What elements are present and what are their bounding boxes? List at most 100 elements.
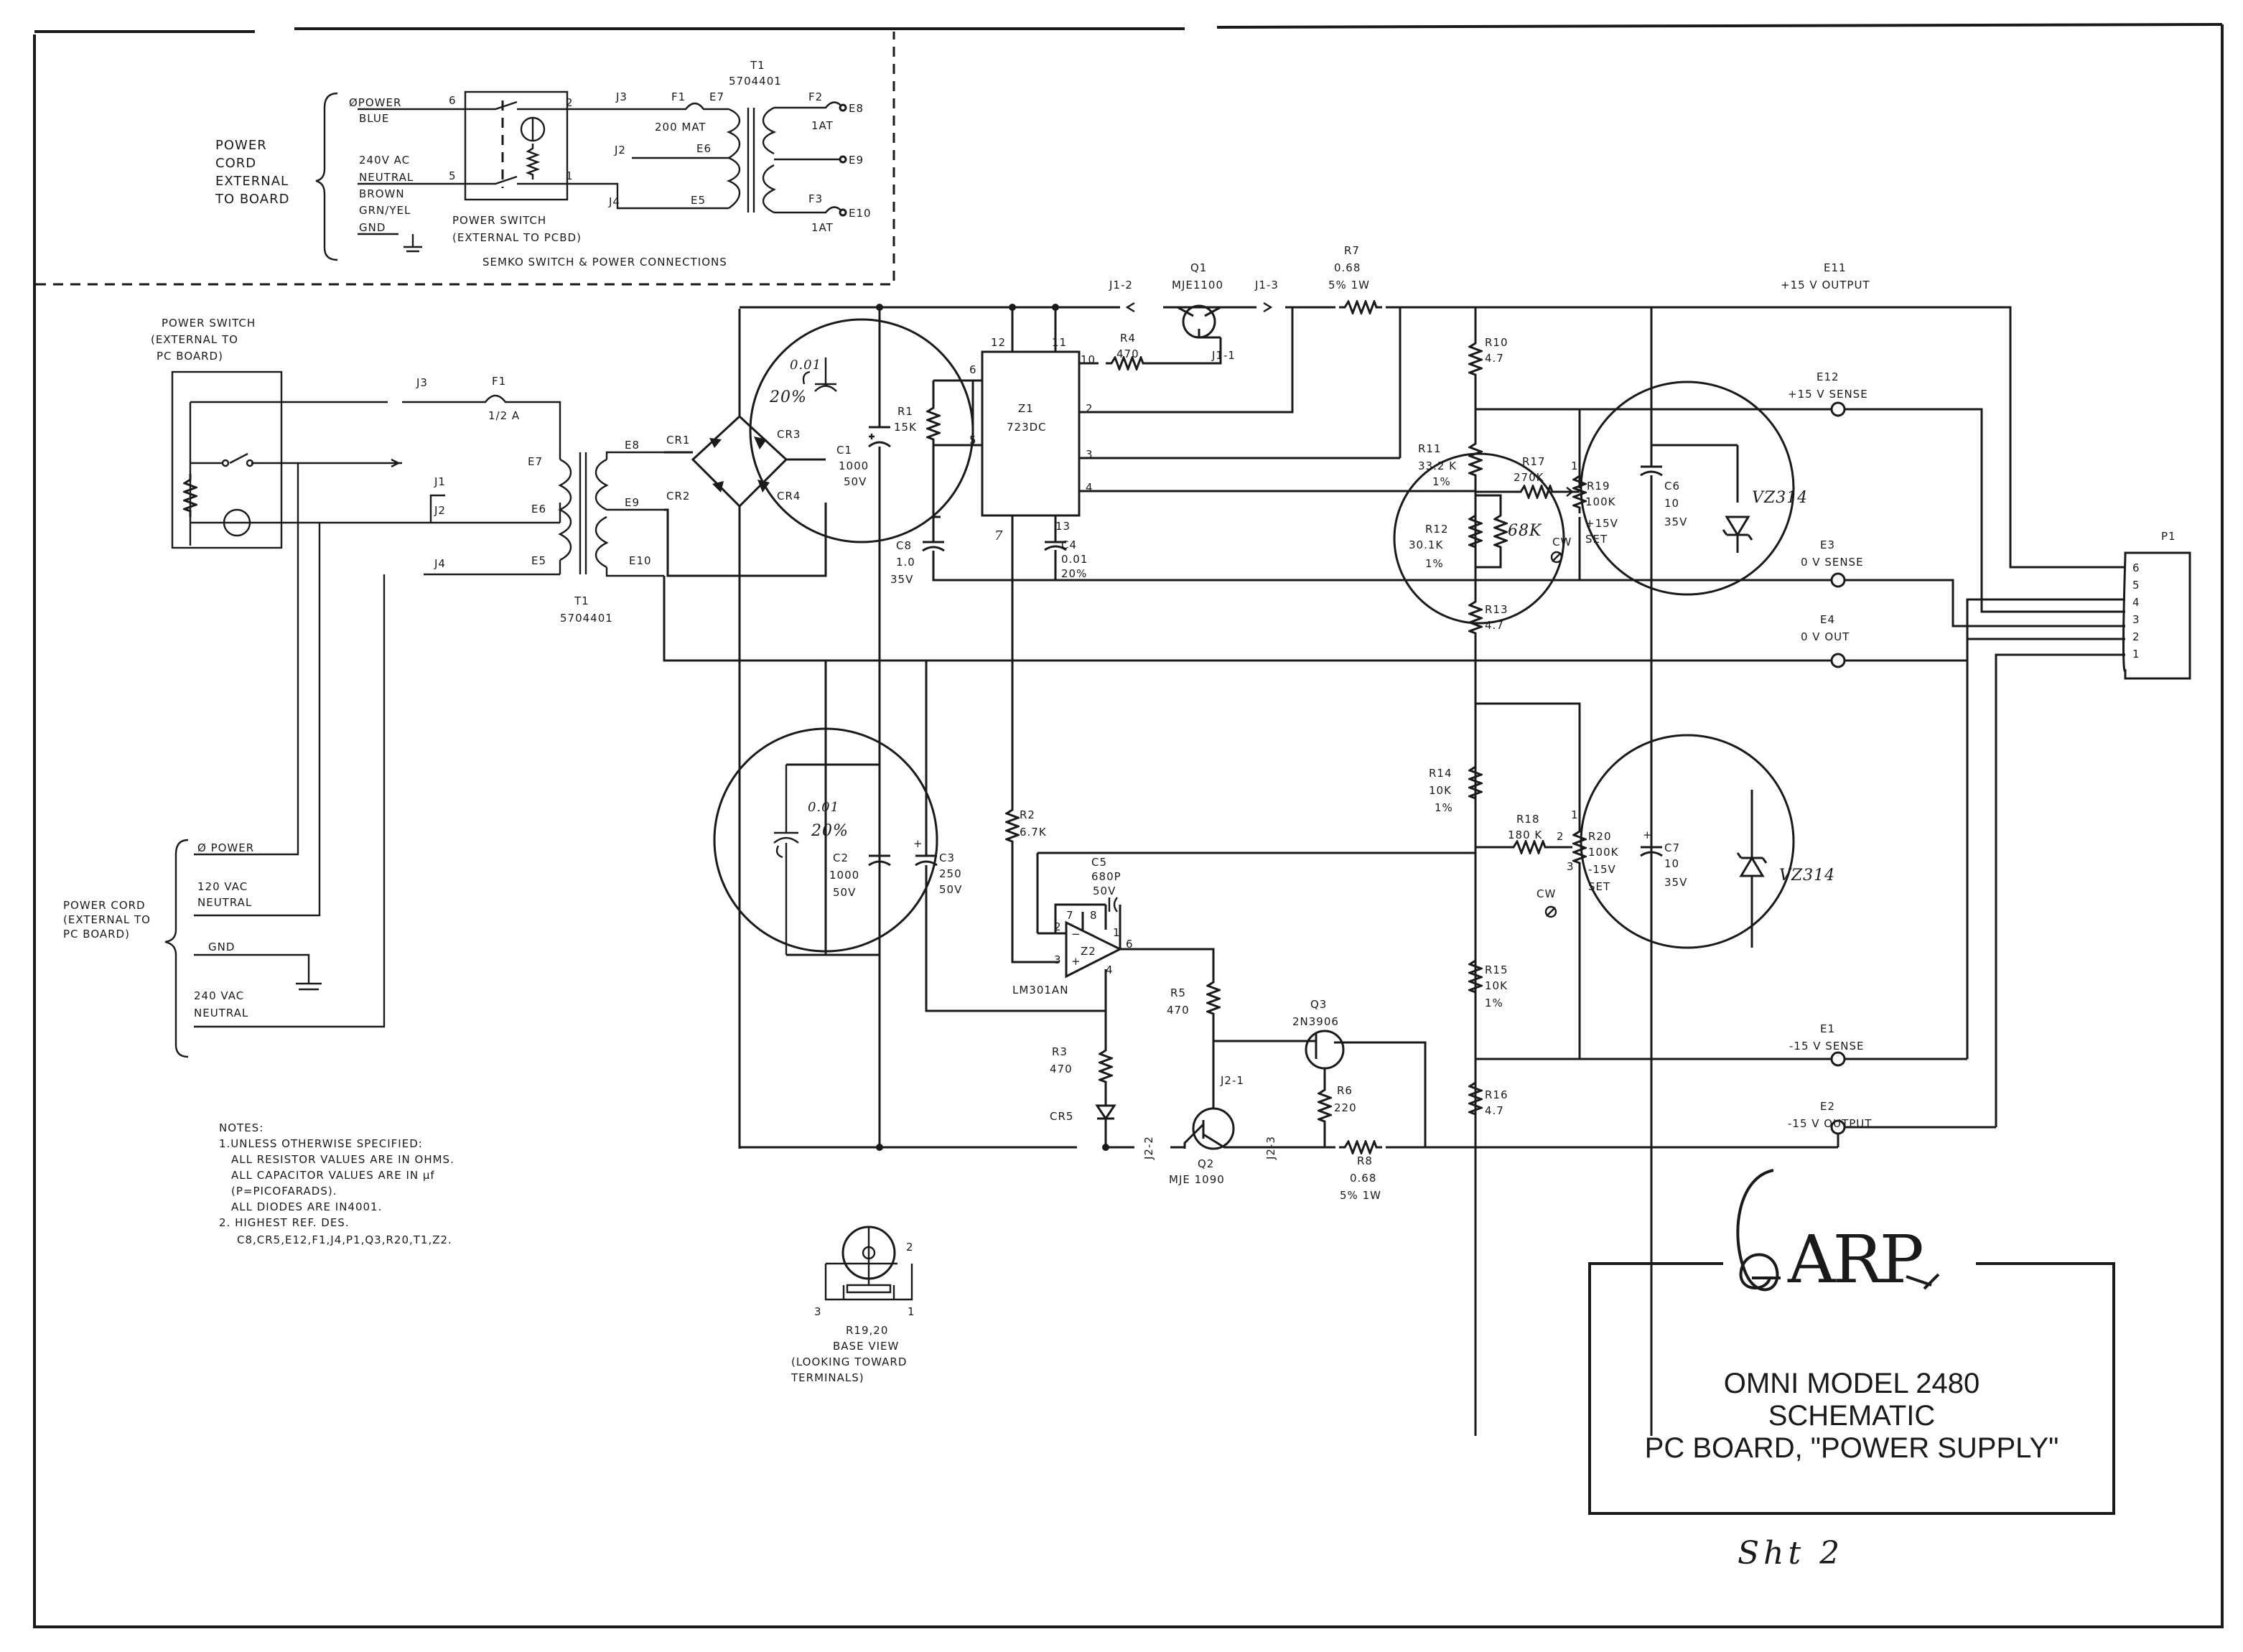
left-j3: J3 (416, 376, 428, 389)
left-e6: E6 (531, 503, 546, 515)
semko-caption: SEMKO SWITCH & POWER CONNECTIONS (482, 256, 727, 269)
c5-label: C5 (1091, 856, 1107, 869)
p1-pin2: 2 (2132, 630, 2140, 643)
notes-line-7: C8,CR5,E12,F1,J4,P1,Q3,R20,T1,Z2. (237, 1233, 452, 1246)
left-t1-part: 5704401 (560, 612, 613, 625)
page-border (33, 23, 2224, 1628)
semko-e8: E8 (849, 102, 864, 115)
c7-plus: + (1643, 829, 1653, 841)
c4-tol: 20% (1061, 567, 1087, 580)
semko-switch-sub: (EXTERNAL TO PCBD) (452, 231, 582, 244)
r13-label: R13 (1485, 603, 1508, 616)
j2-1-label: J2-1 (1220, 1074, 1244, 1087)
semko-power: ØPOWER (349, 96, 401, 109)
semko-pin5: 5 (449, 169, 457, 182)
r3-label: R3 (1052, 1045, 1068, 1058)
c2-note-circle (713, 727, 938, 953)
cr4: CR4 (777, 490, 801, 503)
r17-label: R17 (1522, 455, 1546, 468)
z1-pin2: 2 (1086, 402, 1093, 415)
semko-f3-val: 1AT (811, 221, 834, 234)
base-line-2: (LOOKING TOWARD (791, 1355, 907, 1368)
p1-pin3: 3 (2132, 613, 2140, 626)
note-68k: 68K (1508, 522, 1542, 540)
semko-f3: F3 (808, 192, 823, 205)
semko-e5: E5 (691, 194, 706, 207)
left-switch-label-3: PC BOARD) (157, 350, 223, 363)
r15-label: R15 (1485, 963, 1508, 976)
j2-2-label: J2-2 (1142, 1136, 1155, 1160)
z2-pin6: 6 (1126, 938, 1134, 951)
z1-pin7: 7 (994, 528, 1003, 543)
j1-2-label: J1-2 (1109, 279, 1133, 291)
semko-neutral: NEUTRAL (359, 171, 414, 184)
semko-f1: F1 (671, 90, 686, 103)
c3-val: 250 (939, 867, 962, 880)
z2-symbol (1065, 920, 1123, 979)
c4-val: 0.01 (1061, 553, 1088, 566)
semko-pin1: 1 (566, 169, 574, 182)
semko-t1-part: 5704401 (729, 75, 782, 88)
semko-f2-val: 1AT (811, 119, 834, 132)
base-line-1: BASE VIEW (833, 1340, 899, 1353)
left-e8: E8 (625, 439, 640, 452)
arp-logo: ARP (1736, 1169, 1940, 1298)
r11-r12-note-circle (1393, 452, 1565, 625)
cw-pos: CW (1552, 536, 1572, 549)
q1-label: Q1 (1190, 261, 1207, 274)
base-pin2: 2 (906, 1241, 914, 1254)
r14-tol: 1% (1435, 801, 1453, 814)
z1-pin12: 12 (991, 336, 1006, 349)
r19-set: +15V (1585, 517, 1618, 530)
r4-label: R4 (1120, 332, 1136, 345)
notes-block: NOTES: 1.UNLESS OTHERWISE SPECIFIED: ALL… (219, 1121, 454, 1246)
e1-text: -15 V SENSE (1789, 1040, 1865, 1053)
e12-text: +15 V SENSE (1788, 388, 1868, 401)
left-120vac: 120 VAC (197, 880, 248, 893)
left-switch-label-1: POWER SWITCH (162, 317, 256, 330)
vz314-neg: VZ314 (1779, 867, 1835, 885)
r19-set2: SET (1585, 533, 1608, 546)
cr2: CR2 (666, 490, 690, 503)
c4-label: C4 (1061, 538, 1077, 551)
e3-text: 0 V SENSE (1801, 556, 1864, 569)
semko-e6: E6 (696, 142, 712, 155)
semko-cord-label-2: CORD (215, 156, 256, 171)
q2-part: MJE 1090 (1169, 1173, 1225, 1186)
r4-val: 470 (1116, 347, 1139, 360)
left-switch-label-2: (EXTERNAL TO (151, 333, 238, 346)
r20-val: 100K (1588, 846, 1619, 859)
semko-240vac: 240V AC (359, 154, 410, 167)
left-input-section: POWER SWITCH (EXTERNAL TO PC BOARD) J3 F… (63, 317, 664, 1058)
semko-box: POWER CORD EXTERNAL TO BOARD ØPOWER BLUE… (36, 32, 895, 286)
r10-val: 4.7 (1485, 352, 1504, 365)
c1-note-pct: 20% (769, 388, 807, 406)
c1-val: 1000 (839, 459, 869, 472)
c1-label: C1 (836, 444, 852, 457)
left-240vac: 240 VAC (194, 989, 244, 1002)
r2-label: R2 (1020, 808, 1035, 821)
semko-gnd: GND (359, 221, 386, 234)
r5-val: 470 (1167, 1004, 1190, 1017)
j2-3-label: J2-3 (1264, 1136, 1277, 1160)
z2-plus: + (1071, 955, 1081, 968)
r5-label: R5 (1170, 986, 1186, 999)
c2-note-top: 0.01 (808, 800, 839, 815)
semko-grn-yel: GRN/YEL (359, 204, 411, 217)
r19-val: 100K (1585, 495, 1616, 508)
left-power: Ø POWER (197, 841, 254, 854)
p1-pin4: 4 (2132, 596, 2140, 609)
r20-pin1: 1 (1571, 808, 1579, 821)
r14-label: R14 (1429, 767, 1452, 780)
negative-section: 0.01 20% C2 1000 50V + C3 250 50V R2 6.7… (713, 580, 1996, 1202)
left-switch-box (171, 370, 283, 549)
r16-label: R16 (1485, 1088, 1508, 1101)
left-e9: E9 (625, 496, 640, 509)
c2-val: 1000 (829, 869, 859, 882)
r14-val: 10K (1429, 784, 1452, 797)
c1-note-top: 0.01 (790, 358, 821, 373)
r15-tol: 1% (1485, 997, 1503, 1009)
q3-label: Q3 (1310, 998, 1327, 1011)
semko-pin2: 2 (566, 96, 574, 109)
arp-logo-text: ARP (1787, 1221, 1922, 1298)
